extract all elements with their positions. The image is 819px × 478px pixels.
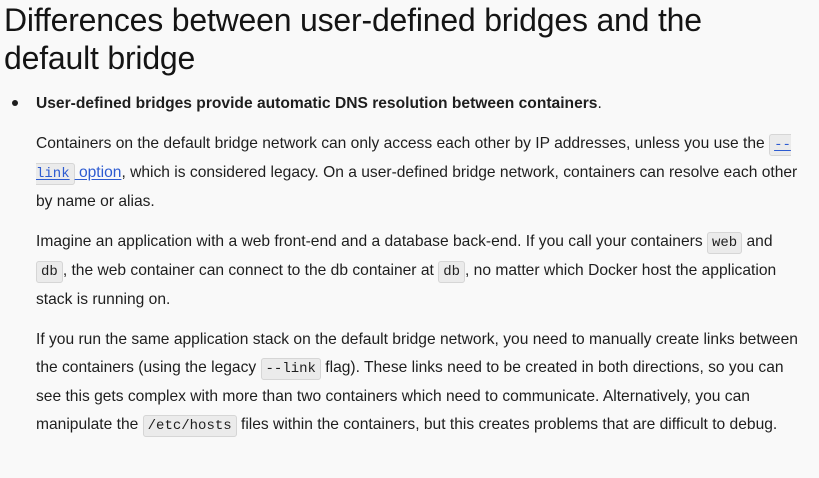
list-item-lead: User-defined bridges provide automatic D… (36, 90, 819, 118)
heading-line-1: Differences between user-defined bridges… (4, 2, 702, 38)
text-run: Imagine an application with a web front-… (36, 233, 707, 250)
paragraph-legacy: If you run the same application stack on… (36, 326, 819, 440)
text-run: flag). These links need to be created in… (36, 359, 784, 433)
text-run: , no matter which Docker host the applic… (36, 262, 777, 308)
paragraph-dns: Containers on the default bridge network… (36, 130, 819, 216)
code-db-host: db (438, 261, 465, 283)
text-run: Containers on the default bridge network… (36, 135, 770, 152)
list-item: User-defined bridges provide automatic D… (12, 90, 819, 440)
text-run: files within the containers, but this cr… (236, 416, 778, 433)
text-run: , which is considered legacy. On a user-… (36, 164, 798, 210)
code-web: web (706, 232, 743, 254)
paragraph-example: Imagine an application with a web front-… (36, 228, 819, 314)
bullet-icon (12, 100, 18, 106)
lead-period: . (597, 95, 602, 112)
lead-bold-text: User-defined bridges provide automatic D… (36, 95, 598, 112)
text-run: If you run the same application stack on… (36, 331, 798, 376)
text-run: , the web container can connect to the d… (62, 262, 439, 279)
heading-line-2: default bridge (4, 40, 196, 76)
code-db: db (36, 261, 63, 283)
section-heading: Differences between user-defined bridges… (4, 0, 819, 77)
differences-list: User-defined bridges provide automatic D… (4, 90, 819, 440)
code-link-flag: --link (260, 358, 321, 380)
link-label: option (74, 164, 122, 181)
text-run: and (742, 233, 773, 250)
code-etc-hosts: /etc/hosts (142, 415, 237, 437)
